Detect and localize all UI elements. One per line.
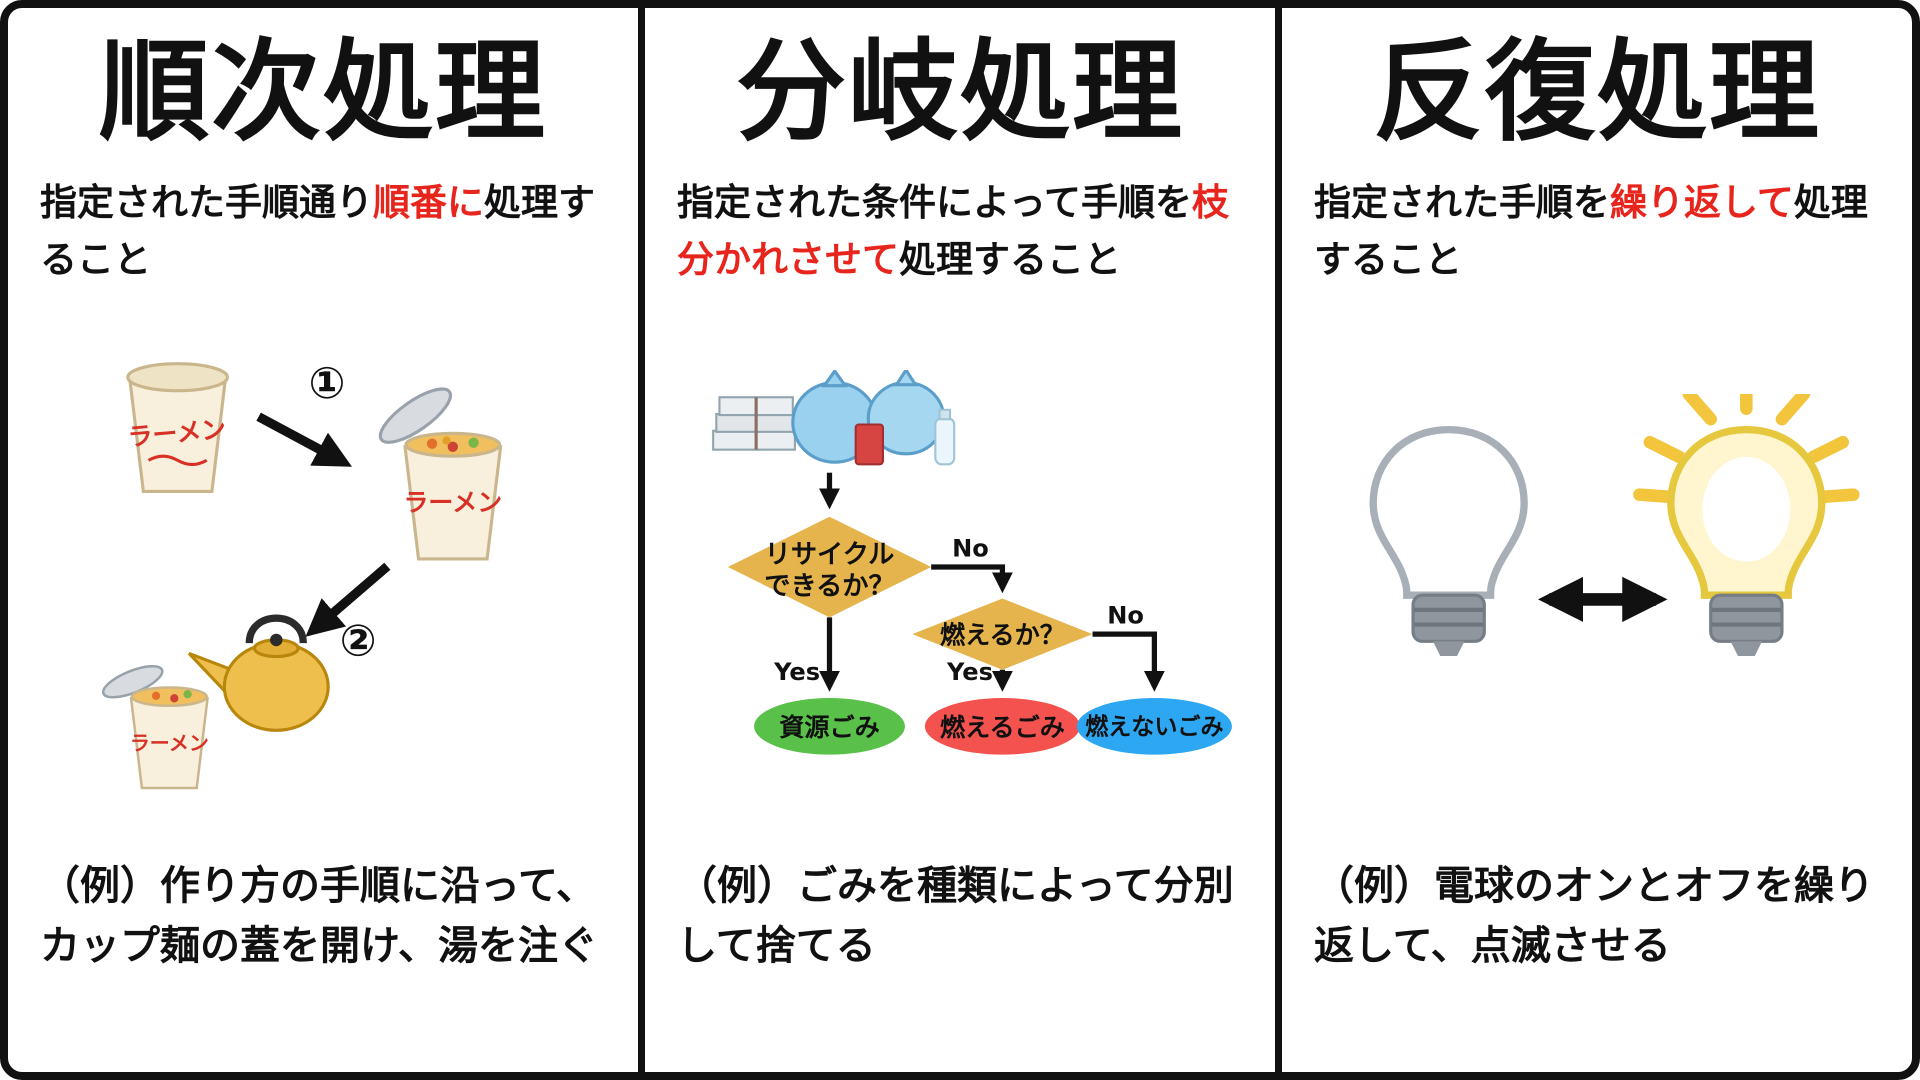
topping [447,441,458,452]
loop-example: （例）電球のオンとオフを繰り返して、点滅させる [1314,863,1874,969]
sequential-illustration: ラーメン ① ラーメン [40,288,606,856]
cup-lid [126,361,230,392]
topping [442,436,451,445]
garbage-bag-knot [893,370,918,387]
newspaper-stack [711,430,796,452]
arrow-no-1 [930,564,1013,594]
step-1-label: ① [308,359,345,409]
desc-text: 指定された手順通り [40,180,373,224]
decision-recyclable-diamond [727,517,931,618]
arrow-no-2 [1092,631,1165,693]
cup-ramen-closed-icon: ラーメン [126,361,230,493]
panel-branch: 分岐処理 指定された条件によって手順を枝分かれさせて処理すること [638,8,1275,1072]
result-nonburnable-ellipse [1076,698,1232,755]
open-lid [378,387,453,444]
garbage-bag-knot [820,370,848,388]
no-label-1: No [952,535,989,563]
branch-description: 指定された条件によって手順を枝分かれさせて処理すること [677,174,1243,289]
result-burnable-ellipse [924,698,1080,755]
loop-illustration [1314,288,1880,856]
kettle-handle [245,614,307,644]
result-recyclable-ellipse [753,698,905,755]
plastic-bottle [933,417,955,466]
lightbulb-on-icon [1632,393,1860,656]
sequential-description: 指定された手順通り順番に処理すること [40,174,606,289]
panel-sequential: 順次処理 指定された手順通り順番に処理すること ラーメン ① [8,8,638,1072]
bulb-glass [1369,425,1528,599]
loop-description: 指定された手順を繰り返して処理すること [1314,174,1880,289]
garbage-flowchart-svg: リサイクル できるか？ 燃えるか？ No No Yes Yes 資源ごみ 燃える… [711,370,1232,755]
lightbulb-off-icon [1369,425,1528,656]
topping [151,691,161,700]
topping [183,689,192,698]
result-recyclable-label: 資源ごみ [779,713,880,742]
decision-burnable-label: 燃えるか？ [939,621,1064,650]
topping [170,693,179,703]
base-tip [1730,641,1762,656]
desc-text: 処理すること [899,237,1121,281]
step-2-label: ② [340,616,377,666]
decision-recyclable-line2: できるか？ [764,572,894,602]
topping [426,438,438,449]
branch-illustration: リサイクル できるか？ 燃えるか？ No No Yes Yes 資源ごみ 燃える… [677,288,1243,856]
cup-decoration [147,454,208,466]
base-tip [1432,641,1464,656]
desc-text: 処理すること [1314,180,1868,281]
topping [468,437,479,448]
sequential-example: （例）作り方の手順に沿って、カップ麺の蓋を開け、湯を注ぐ [40,863,598,969]
lightbulb-toggle-svg [1369,393,1860,656]
bulb-base [1708,593,1784,643]
decision-burnable-diamond [911,598,1093,671]
loop-title: 反復処理 [1373,28,1821,156]
arrow-step-2-icon [305,562,391,637]
result-burnable-label: 燃えるごみ [939,713,1064,742]
desc-text: 指定された条件によって手順を [677,180,1193,224]
decision-recyclable-line1: リサイクル [764,540,894,570]
panel-loop: 反復処理 指定された手順を繰り返して処理すること [1275,8,1912,1072]
sequential-title: 順次処理 [99,28,547,156]
yes-label-1: Yes [773,659,820,687]
desc-text: 指定された手順を [1314,180,1610,224]
desc-highlight: 順番に [373,180,484,224]
noodles [130,685,208,707]
desc-text: 処理すること [40,180,595,281]
no-label-2: No [1107,602,1144,630]
cup-ramen-open-icon: ラーメン [378,387,503,561]
garbage-pile-icon [711,370,955,466]
arrow-step-1-icon [256,412,353,467]
cup-ramen-pour-icon: ラーメン [101,664,209,789]
bulb-glow [1701,456,1790,562]
light-rays [1632,393,1860,503]
desc-highlight: 枝分かれさせて [677,180,1230,281]
desc-highlight: 繰り返して [1610,180,1794,224]
kettle-knob [270,633,283,646]
bulb-base [1410,593,1486,643]
yes-label-2: Yes [946,659,993,687]
bottle-cap [937,409,951,421]
branch-example: （例）ごみを種類によって分別して捨てる [677,863,1234,969]
cup-label: ラーメン [403,488,502,517]
can [854,423,884,466]
cup-label: ラーメン [130,731,209,754]
kettle-icon [187,614,330,732]
result-nonburnable-label: 燃えないごみ [1085,714,1223,741]
branch-title: 分岐処理 [736,28,1184,156]
cup-ramen-steps-svg: ラーメン ① ラーメン [101,359,503,789]
